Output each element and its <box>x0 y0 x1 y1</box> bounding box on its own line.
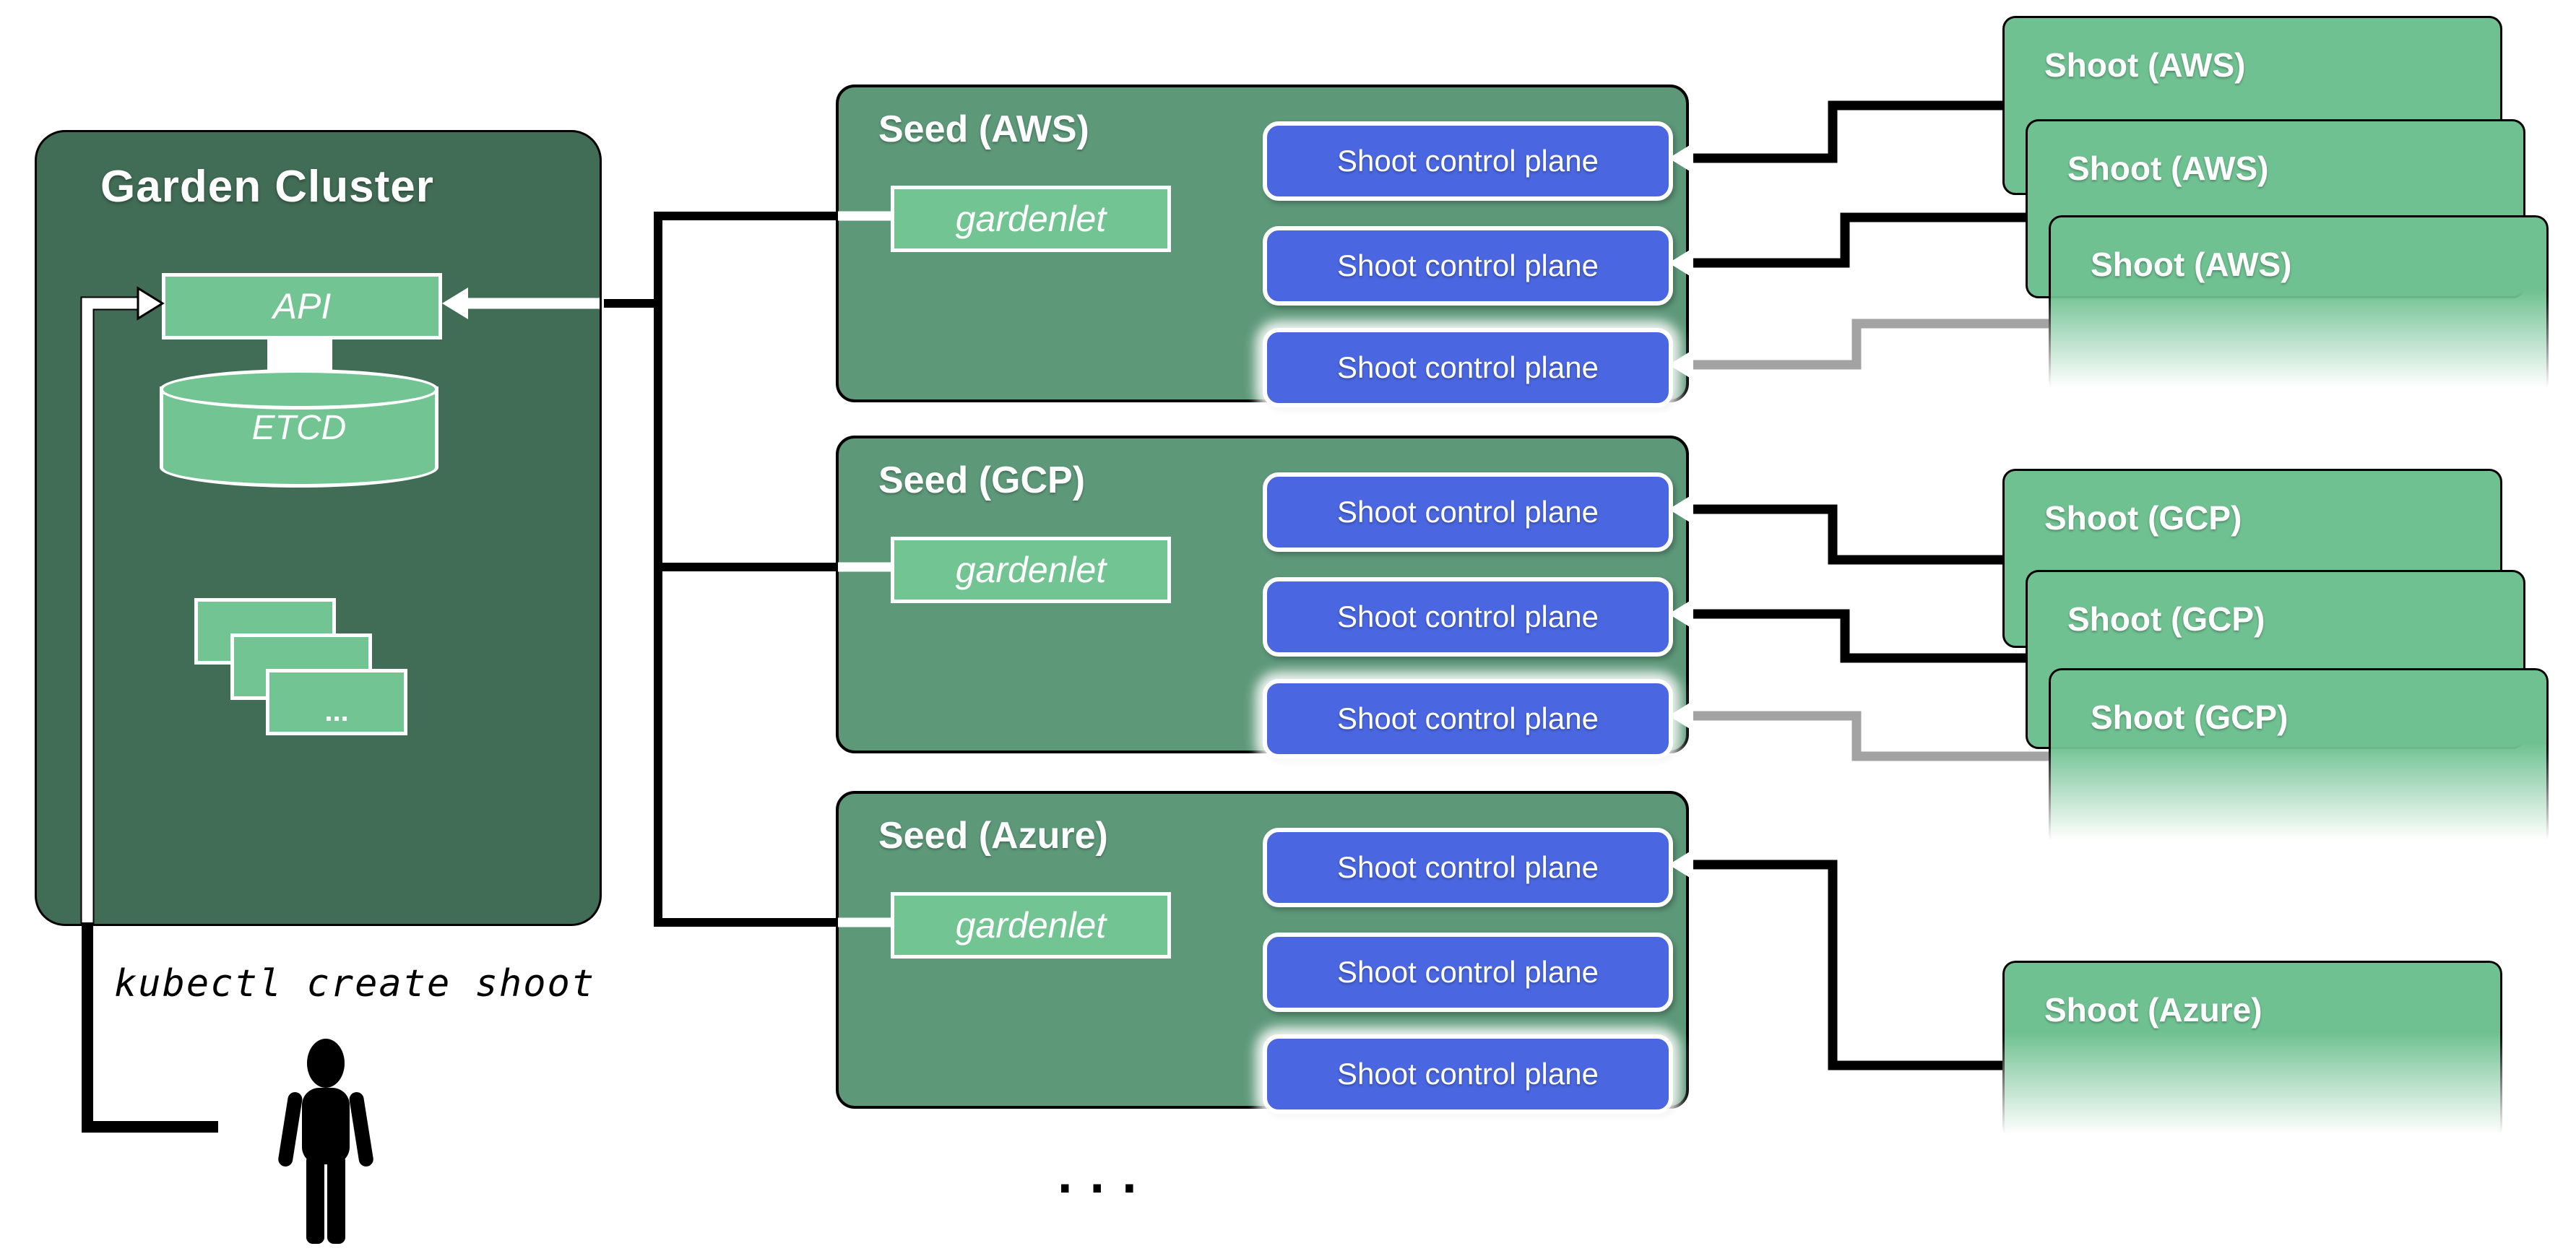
scp-azure-3: Shoot control plane <box>1263 1034 1673 1114</box>
scp-gcp-3: Shoot control plane <box>1263 679 1673 758</box>
api-box: API <box>162 273 442 339</box>
resource-card-ellipsis: ... <box>324 696 349 727</box>
shoot-azure-1-title: Shoot (Azure) <box>2044 991 2262 1029</box>
etcd-cylinder-top <box>160 369 438 410</box>
kubectl-command-text: kubectl create shoot <box>114 962 596 1005</box>
shoot-gcp-2-title: Shoot (GCP) <box>2067 600 2265 638</box>
scp-aws-2: Shoot control plane <box>1263 226 1673 306</box>
scp-aws-3: Shoot control plane <box>1263 328 1673 407</box>
gardenlet-aws-label: gardenlet <box>955 199 1107 239</box>
gardenlet-aws-box: gardenlet <box>891 186 1171 252</box>
seed-azure-title: Seed (Azure) <box>878 815 1108 857</box>
gardenlet-azure-box: gardenlet <box>891 892 1171 959</box>
shoot-azure-1-connector <box>1689 860 2002 1070</box>
etcd-label: ETCD <box>251 409 347 447</box>
seed-gcp-box: Seed (GCP) gardenlet Shoot control plane… <box>836 436 1689 758</box>
gardenlet-azure-label: gardenlet <box>955 905 1107 946</box>
shoot-aws-1-connector <box>1689 100 2002 163</box>
shoot-gcp-2-connector <box>1689 609 2026 663</box>
gardenlet-gcp-box: gardenlet <box>891 537 1171 603</box>
shoot-azure-1: Shoot (Azure) <box>2002 961 2502 1140</box>
shoot-aws-3-title: Shoot (AWS) <box>2091 246 2292 283</box>
user-to-garden-line <box>82 922 218 1133</box>
scp-aws-1: Shoot control plane <box>1263 121 1673 201</box>
seed-aws-title: Seed (AWS) <box>878 108 1089 150</box>
shoot-gcp-3-title: Shoot (GCP) <box>2091 698 2288 736</box>
api-label: API <box>272 286 332 326</box>
shoot-aws-1-title: Shoot (AWS) <box>2044 46 2246 84</box>
garden-cluster-title: Garden Cluster <box>100 162 434 212</box>
shoot-gcp-3: Shoot (GCP) <box>2049 668 2549 847</box>
person-icon <box>278 1039 373 1244</box>
shoot-gcp-1-connector <box>1689 504 2002 565</box>
more-seeds-ellipsis: ... <box>1051 1151 1148 1204</box>
scp-gcp-1: Shoot control plane <box>1263 472 1673 552</box>
garden-cluster-box: Garden Cluster API ETCD ... <box>35 130 602 926</box>
shoot-aws-3-connector-gray <box>1689 319 2049 370</box>
shoot-aws-3: Shoot (AWS) <box>2049 215 2549 394</box>
resource-card-3: ... <box>266 669 407 735</box>
scp-gcp-2: Shoot control plane <box>1263 577 1673 657</box>
scp-azure-2: Shoot control plane <box>1263 933 1673 1012</box>
gardenlet-gcp-label: gardenlet <box>955 550 1107 590</box>
seeds-to-api-trunk <box>604 212 837 927</box>
scp-azure-1: Shoot control plane <box>1263 828 1673 907</box>
shoot-gcp-3-connector-gray <box>1689 711 2049 761</box>
seed-aws-box: Seed (AWS) gardenlet Shoot control plane… <box>836 85 1689 407</box>
shoot-aws-2-title: Shoot (AWS) <box>2067 150 2269 187</box>
seed-gcp-title: Seed (GCP) <box>878 459 1086 501</box>
shoot-aws-2-connector <box>1689 212 2026 268</box>
seed-azure-box: Seed (Azure) gardenlet Shoot control pla… <box>836 791 1689 1114</box>
shoot-gcp-1-title: Shoot (GCP) <box>2044 499 2242 537</box>
